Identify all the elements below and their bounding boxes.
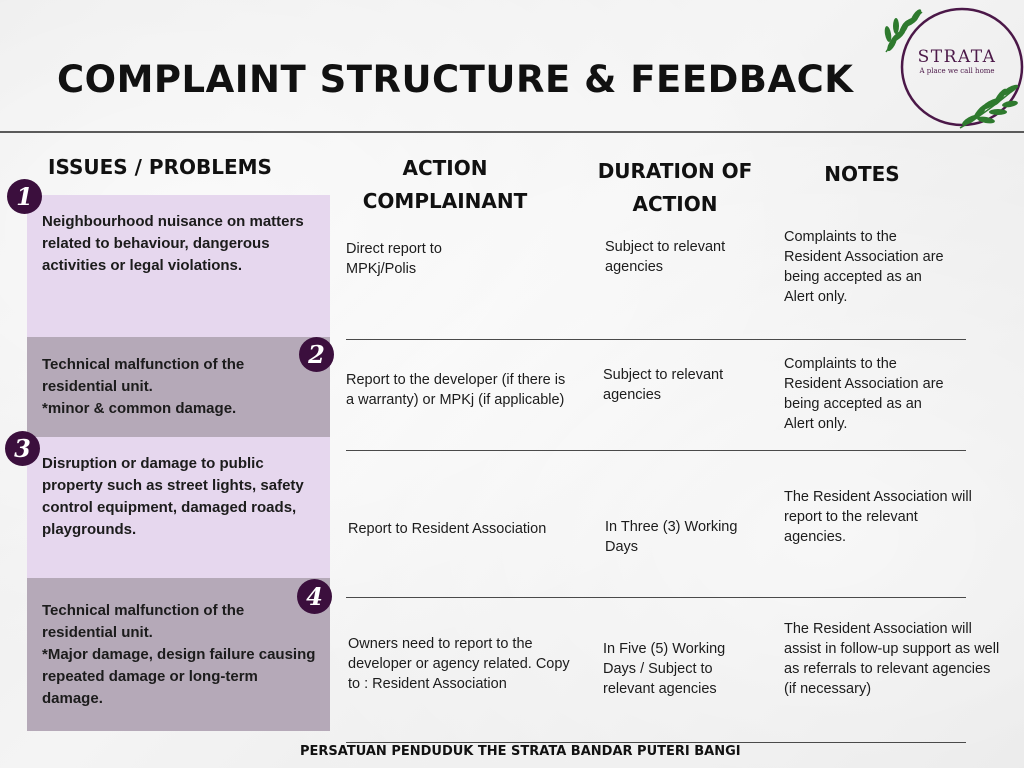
page-title: COMPLAINT STRUCTURE & FEEDBACK xyxy=(57,58,854,101)
number-badge-2: 2 xyxy=(299,337,334,372)
action-cell-3: Report to Resident Association xyxy=(348,521,547,537)
footer-text: PERSATUAN PENDUDUK THE STRATA BANDAR PUT… xyxy=(300,744,741,759)
header-issues: ISSUES / PROBLEMS xyxy=(48,155,272,179)
issue-panel-2 xyxy=(27,337,330,437)
issue-text-1: Neighbourhood nuisance on matters relate… xyxy=(42,213,304,274)
issue-text-4: Technical malfunction of the residential… xyxy=(42,602,316,707)
number-badge-4: 4 xyxy=(297,579,332,614)
logo-tagline: A place we call home xyxy=(919,67,995,75)
strata-logo xyxy=(884,7,1024,129)
leaf-icon xyxy=(884,9,923,53)
notes-cell-4: The Resident Association will assist in … xyxy=(784,621,1000,697)
title-divider xyxy=(0,131,1024,133)
issue-panel-4 xyxy=(27,578,330,731)
header-notes: NOTES xyxy=(824,162,900,186)
duration-cell-3: In Three (3) Working Days xyxy=(605,519,738,555)
row-divider xyxy=(346,339,966,340)
notes-cell-2: Complaints to the Resident Association a… xyxy=(784,356,944,432)
logo-name: STRATA xyxy=(917,47,997,67)
header-action: ACTION COMPLAINANT xyxy=(362,156,528,213)
issue-text-3: Disruption or damage to public property … xyxy=(42,455,304,538)
duration-cell-1: Subject to relevant agencies xyxy=(605,239,726,275)
issue-panel-3 xyxy=(27,437,330,578)
action-cell-4: Owners need to report to the developer o… xyxy=(348,636,570,692)
leaf-icon xyxy=(959,84,1019,129)
action-cell-1: Direct report to MPKj/Polis xyxy=(346,241,442,277)
issue-text-2: Technical malfunction of the residential… xyxy=(42,356,245,417)
issue-panel-1 xyxy=(27,195,330,337)
row-divider xyxy=(346,597,966,598)
duration-cell-4: In Five (5) Working Days / Subject to re… xyxy=(603,641,726,697)
row-divider xyxy=(346,450,966,451)
number-badge-1: 1 xyxy=(7,179,42,214)
notes-cell-1: Complaints to the Resident Association a… xyxy=(784,229,944,305)
header-duration: DURATION OF ACTION xyxy=(597,159,753,216)
duration-cell-2: Subject to relevant agencies xyxy=(603,367,724,403)
number-badge-3: 3 xyxy=(5,431,40,466)
row-divider xyxy=(346,742,966,743)
action-cell-2: Report to the developer (if there is a w… xyxy=(346,372,566,408)
notes-cell-3: The Resident Association will report to … xyxy=(784,489,972,545)
